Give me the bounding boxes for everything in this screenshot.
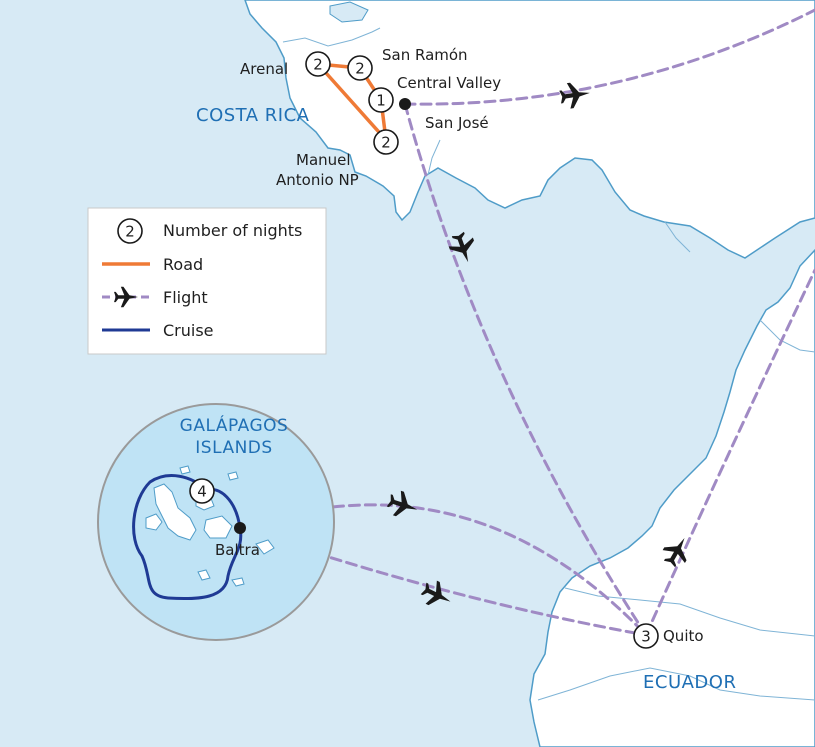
nights-quito: 3 [641, 628, 651, 646]
costa-rica-border-south [427, 139, 441, 176]
legend-flight-label: Flight [163, 288, 208, 307]
label-arenal: Arenal [240, 60, 288, 78]
road-arenal-manuel [316, 62, 388, 142]
nights-central-valley-marker: 1 [368, 87, 394, 113]
san-cristobal-island [255, 539, 275, 555]
legend-cruise-label: Cruise [163, 321, 214, 340]
galapagos-islands [145, 465, 275, 587]
nights-galapagos-marker: 4 [189, 478, 215, 504]
label-san-ramon: San Ramón [382, 46, 468, 64]
nights-manuel-antonio: 2 [381, 134, 391, 152]
label-manuel-antonio-line2: Antonio NP [276, 171, 359, 189]
nights-arenal: 2 [313, 56, 323, 74]
costa-rica-border-north [282, 27, 381, 47]
south-america-land [529, 248, 815, 747]
nights-central-valley: 1 [376, 92, 386, 110]
label-ecuador: ECUADOR [643, 672, 736, 693]
marchena-island [179, 465, 191, 475]
label-manuel-antonio-line1: Manuel [296, 151, 351, 169]
inset-title-line1: GALÁPAGOS [180, 414, 289, 436]
ecuador-border-south [537, 667, 815, 701]
central-america-land [244, 0, 815, 259]
panama-border [664, 221, 691, 253]
label-quito: Quito [663, 627, 704, 645]
legend: 2 Number of nights Road Flight Cruise [87, 207, 327, 355]
nights-arenal-marker: 2 [305, 51, 331, 77]
nights-manuel-antonio-marker: 2 [373, 129, 399, 155]
inset-title-line2: ISLANDS [195, 438, 272, 458]
label-san-jose: San José [425, 114, 489, 132]
ecuador-border-north [564, 587, 815, 637]
lake-nicaragua [329, 1, 369, 23]
nights-san-ramon: 2 [355, 60, 365, 78]
floreana-island [197, 569, 211, 581]
nights-san-ramon-marker: 2 [347, 55, 373, 81]
nights-quito-marker: 3 [633, 623, 659, 649]
label-costa-rica: COSTA RICA [196, 105, 310, 126]
flight-sanjose-northeast [403, 8, 815, 106]
legend-nights-icon [117, 218, 143, 244]
santa-cruz-island [203, 515, 233, 539]
legend-nights-sample: 2 [125, 223, 135, 241]
baltra-point [234, 522, 246, 534]
flight-sanjose-quito [403, 102, 648, 637]
legend-road-label: Road [163, 255, 203, 274]
flight-quito-east [644, 268, 815, 637]
genovesa-island [227, 471, 239, 481]
san-jose-point [399, 98, 411, 110]
colombia-border-east [759, 319, 815, 353]
espanola-island [231, 577, 245, 587]
legend-nights-label: Number of nights [163, 221, 302, 240]
isabela-island [153, 483, 197, 541]
label-central-valley: Central Valley [397, 74, 501, 92]
label-baltra: Baltra [215, 541, 260, 559]
nights-galapagos: 4 [197, 483, 207, 501]
fernandina-island [145, 513, 163, 531]
